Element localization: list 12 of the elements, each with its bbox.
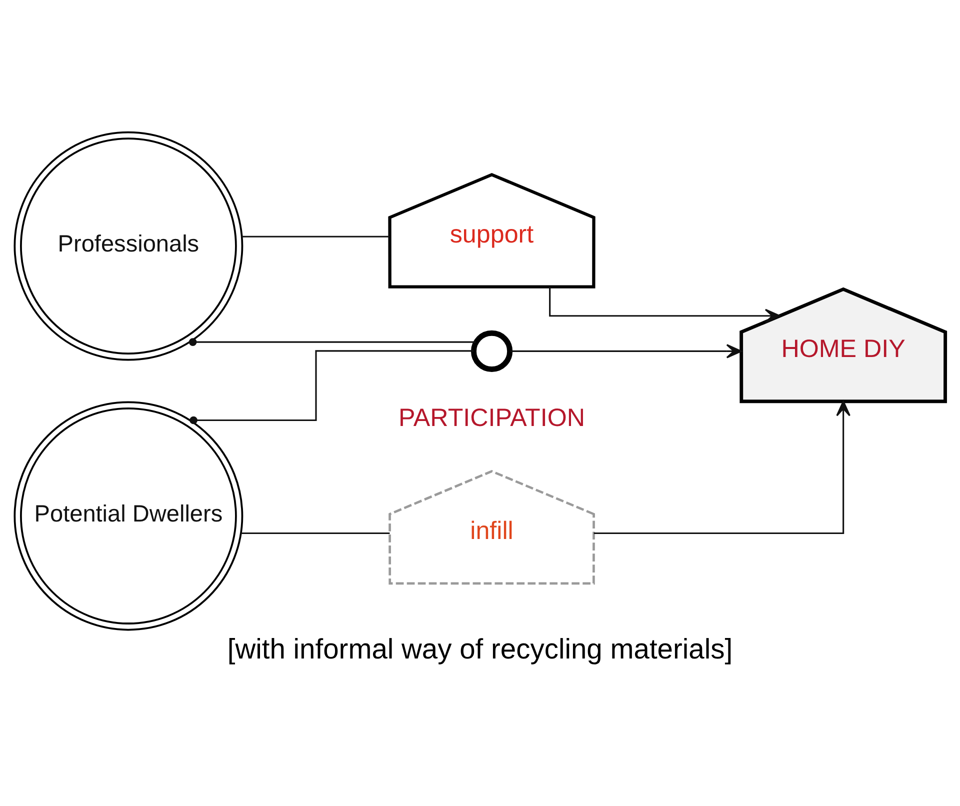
node-label: PARTICIPATION	[398, 404, 586, 432]
arrow	[549, 286, 780, 324]
arrow	[594, 400, 850, 534]
connector	[188, 338, 476, 346]
node-circle	[470, 330, 513, 372]
arrow	[510, 344, 742, 358]
connector	[190, 350, 474, 424]
node-circle: Potential Dwellers	[14, 401, 244, 631]
node-circle: Professionals	[14, 131, 244, 361]
caption: [with informal way of recycling materials]	[227, 632, 733, 665]
connector	[242, 236, 390, 238]
connector	[240, 532, 390, 534]
